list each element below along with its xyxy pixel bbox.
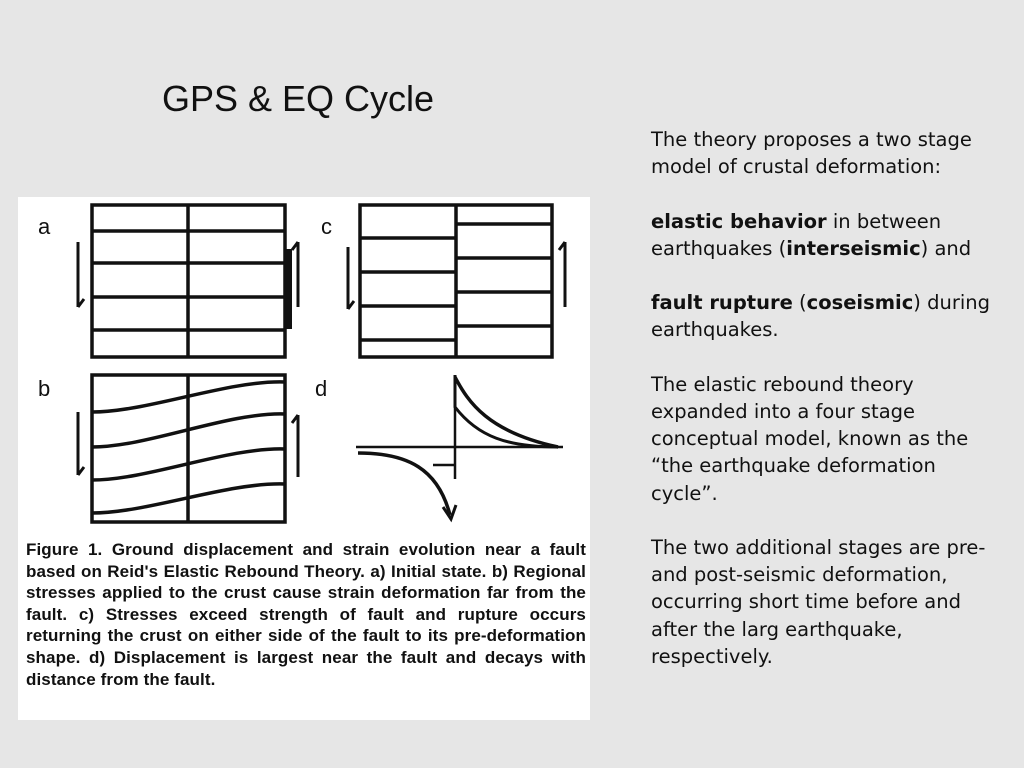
term-interseismic: interseismic [786,236,921,260]
panel-label-b: b [38,376,50,401]
term-fault-rupture: fault rupture [651,291,793,315]
figure-caption: Figure 1. Ground displacement and strain… [26,540,586,689]
figure-image: a c [18,197,590,720]
panel-c: c [321,203,567,359]
term-elastic-behavior: elastic behavior [651,209,827,233]
slide-title: GPS & EQ Cycle [162,78,435,119]
text-span: ) and [920,236,972,260]
text-span: ( [792,291,807,315]
panel-b: b [38,373,300,524]
rebound-diagram: a c [38,203,567,524]
panel-d: d [315,375,563,523]
body-text: The theory proposes a two stage model of… [651,126,991,697]
term-coseismic: coseismic [806,291,914,315]
paragraph-coseismic: fault rupture (coseismic) during earthqu… [651,289,991,343]
panel-label-d: d [315,376,327,401]
text-span: ) during earthquakes. [651,291,990,342]
paragraph-additional-stages: The two additional stages are pre- and p… [651,535,986,668]
panel-a: a [38,203,300,359]
paragraph-interseismic: elastic behavior in between earthquakes … [651,208,991,262]
panel-label-c: c [321,214,332,239]
paragraph-intro: The theory proposes a two stage model of… [651,128,972,179]
text-span: in between earthquakes ( [651,209,942,260]
panel-label-a: a [38,214,51,239]
paragraph-cycle: The elastic rebound theory expanded into… [651,372,969,505]
